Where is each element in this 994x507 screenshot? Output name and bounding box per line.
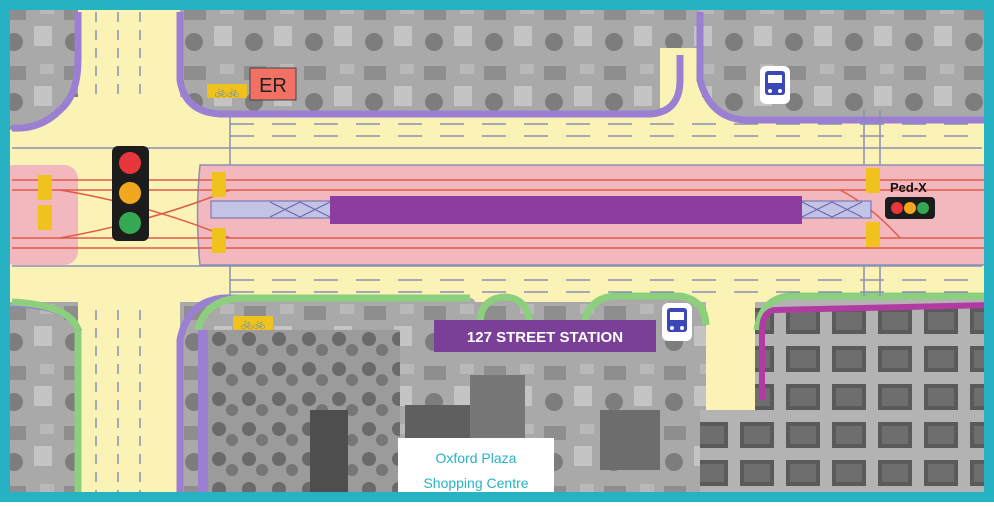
bike-lane-icon: 🚲🚲 <box>207 84 247 98</box>
pedx-label: Ped-X <box>890 180 927 195</box>
station-label-box: 127 STREET STATION <box>434 320 656 352</box>
block-northeast <box>700 0 994 120</box>
block-southwest <box>0 302 78 502</box>
er-sign: ER <box>250 68 296 100</box>
bus-stop-icon <box>662 303 692 341</box>
bike-lane-icon: 🚲🚲 <box>233 316 273 330</box>
plaza-label-line2: Shopping Centre <box>423 475 528 491</box>
building <box>310 410 348 502</box>
bus-stop-icon <box>760 66 790 104</box>
bike-symbol: 🚲🚲 <box>241 319 266 330</box>
bike-symbol: 🚲🚲 <box>215 87 240 98</box>
station-platform <box>330 196 802 224</box>
plaza-label-line1: Oxford Plaza <box>436 450 517 466</box>
traffic-light-icon <box>112 146 149 241</box>
station-label: 127 STREET STATION <box>467 329 623 346</box>
trees-southwest <box>200 330 400 502</box>
er-label: ER <box>259 75 287 97</box>
building <box>470 375 525 445</box>
sidewalk-west <box>198 330 208 502</box>
south-driveway <box>706 300 755 410</box>
block-southeast <box>755 296 994 502</box>
